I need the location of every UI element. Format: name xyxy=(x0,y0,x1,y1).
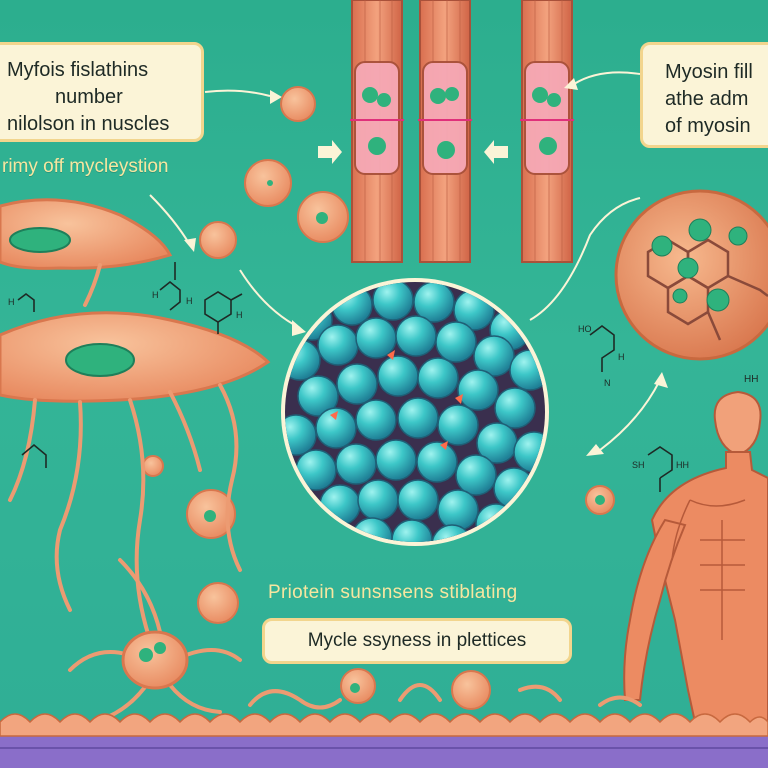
center-caption: Priotein sunsnsens stiblating xyxy=(268,582,518,603)
svg-text:H: H xyxy=(236,310,243,320)
muscle-fiber-columns xyxy=(350,0,574,263)
flow-arrows xyxy=(149,71,661,451)
svg-text:SH: SH xyxy=(632,460,645,470)
label-top-right-line-2: athe adm xyxy=(665,88,749,110)
label-top-left: Myfois fislathins number nilolson in nus… xyxy=(0,42,204,142)
label-top-right-line-1: Myosin fill xyxy=(665,61,753,83)
label-top-left-line-2: number xyxy=(55,86,123,108)
floating-cells xyxy=(142,86,615,710)
svg-text:HH: HH xyxy=(676,460,689,470)
svg-text:HO: HO xyxy=(578,324,592,334)
label-top-right: Myosin fill athe adm of myosin xyxy=(640,42,768,148)
human-muscle-figure-icon xyxy=(623,390,768,768)
cell-membrane xyxy=(0,683,768,768)
muscle-cell-left xyxy=(0,198,271,642)
arrow-icon xyxy=(318,140,508,164)
svg-text:H: H xyxy=(8,297,15,307)
bottom-caption-text: Mycle ssyness in plettices xyxy=(307,630,527,651)
svg-text:H: H xyxy=(618,352,625,362)
svg-text:H: H xyxy=(152,290,159,300)
bottom-caption-box: Mycle ssyness in plettices xyxy=(262,618,572,664)
svg-text:H: H xyxy=(186,296,193,306)
label-top-left-line-3: nilolson in nuscles xyxy=(7,113,170,135)
myosin-cell-right xyxy=(614,189,768,361)
protein-sphere-cluster xyxy=(281,278,549,546)
molecule-structure-icon xyxy=(17,262,673,492)
left-caption: rimy off mycleystion xyxy=(2,156,169,177)
label-top-right-line-3: of myosin xyxy=(665,115,751,137)
svg-text:N: N xyxy=(604,378,611,388)
molecule-tag: HH xyxy=(744,374,759,385)
label-top-left-line-1: Myfois fislathins xyxy=(7,59,149,81)
